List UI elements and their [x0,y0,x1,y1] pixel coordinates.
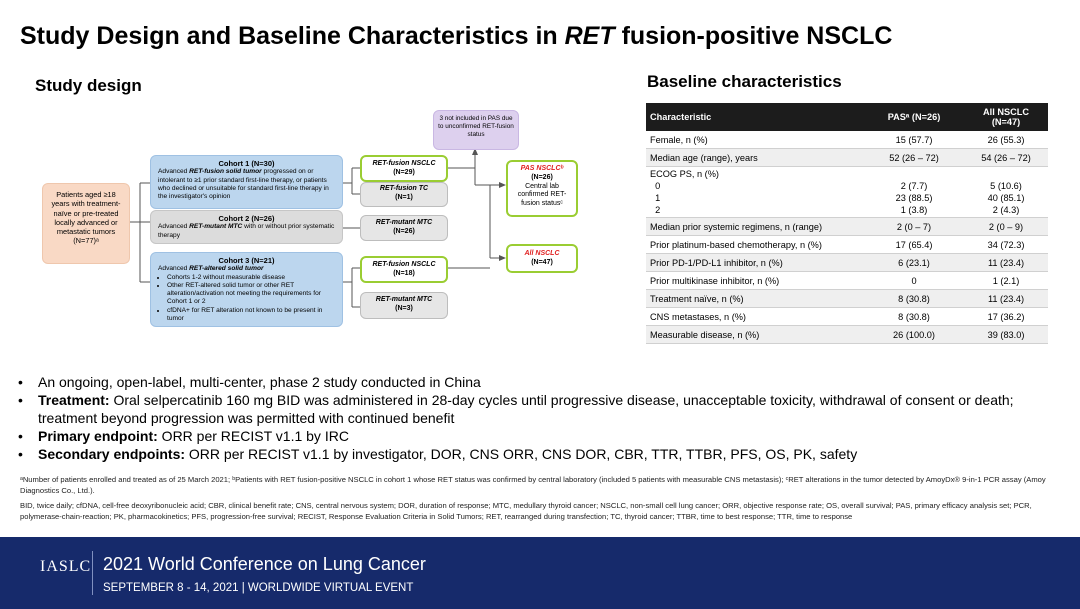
cohort-1-box: Cohort 1 (N=30) Advanced RET-fusion soli… [150,155,343,209]
pas-nsclc-box: PAS NSCLCᵇ (N=26) Central lab confirmed … [506,160,578,217]
key-point: Primary endpoint: ORR per RECIST v1.1 by… [18,427,1068,445]
table-body: Female, n (%)15 (57.7)26 (55.3)Median ag… [646,131,1048,344]
conference-footer: IASLC 2021 World Conference on Lung Canc… [0,537,1080,609]
row-label: CNS metastases, n (%) [646,307,864,326]
row-value: 2 (7.7) 23 (88.5) 1 (3.8) [864,166,964,218]
patients-box: Patients aged ≥18 years with treatment-n… [42,183,130,264]
table-row: CNS metastases, n (%)8 (30.8)17 (36.2) [646,307,1048,326]
subgroup-ret-fusion-nsclc-c3: RET-fusion NSCLC(N=18) [360,256,448,283]
subgroup-ret-fusion-tc: RET-fusion TC(N=1) [360,182,448,207]
study-design-heading: Study design [35,76,142,95]
footnote-superscripts: ᵃNumber of patients enrolled and treated… [20,475,1046,495]
row-label: Prior platinum-based chemotherapy, n (%) [646,235,864,254]
row-label: Prior multikinase inhibitor, n (%) [646,271,864,290]
key-points-list: An ongoing, open-label, multi-center, ph… [18,373,1068,463]
table-row: Treatment naïve, n (%)8 (30.8)11 (23.4) [646,289,1048,308]
excluded-note-box: 3 not included in PAS due to unconfirmed… [433,110,519,150]
row-value: 2 (0 – 7) [864,217,964,236]
footer-divider [92,551,93,595]
slide-title: Study Design and Baseline Characteristic… [20,22,893,50]
table-header-row: Characteristic PASᵃ (N=26) All NSCLC (N=… [646,103,1048,131]
baseline-table: Characteristic PASᵃ (N=26) All NSCLC (N=… [646,103,1048,344]
baseline-heading: Baseline characteristics [647,72,842,91]
table-row: Prior PD-1/PD-L1 inhibitor, n (%)6 (23.1… [646,253,1048,272]
table-row: Prior platinum-based chemotherapy, n (%)… [646,235,1048,254]
row-value: 1 (2.1) [964,271,1048,290]
subgroup-ret-mutant-mtc-c2: RET-mutant MTC(N=26) [360,215,448,241]
cohort-2-title: Cohort 2 (N=26) [218,214,275,223]
column-header: Characteristic [646,103,864,131]
table-row: Female, n (%)15 (57.7)26 (55.3) [646,131,1048,149]
column-header: All NSCLC (N=47) [964,103,1048,131]
key-point: An ongoing, open-label, multi-center, ph… [18,373,1068,391]
row-value: 6 (23.1) [864,253,964,272]
row-value: 26 (100.0) [864,325,964,344]
table-row: ECOG PS, n (%) 0 1 2 2 (7.7) 23 (88.5) 1… [646,166,1048,218]
cohort-3-criterion: Cohorts 1-2 without measurable disease [167,274,335,282]
footnote-abbreviations: BID, twice daily; cfDNA, cell-free deoxy… [20,501,1032,521]
column-header: PASᵃ (N=26) [864,103,964,131]
row-label: Median prior systemic regimens, n (range… [646,217,864,236]
key-point: Secondary endpoints: ORR per RECIST v1.1… [18,445,1068,463]
row-value: 52 (26 – 72) [864,148,964,167]
row-value: 39 (83.0) [964,325,1048,344]
row-value: 11 (23.4) [964,289,1048,308]
table-row: Measurable disease, n (%)26 (100.0)39 (8… [646,325,1048,344]
row-value: 34 (72.3) [964,235,1048,254]
conference-dates: SEPTEMBER 8 - 14, 2021 | WORLDWIDE VIRTU… [103,582,414,594]
row-label: Measurable disease, n (%) [646,325,864,344]
subgroup-ret-mutant-mtc-c3: RET-mutant MTC(N=3) [360,292,448,319]
row-value: 0 [864,271,964,290]
table-row: Median prior systemic regimens, n (range… [646,217,1048,236]
row-value: 15 (57.7) [864,131,964,149]
cohort-3-criterion: Other RET-altered solid tumor or other R… [167,282,335,307]
row-value: 17 (65.4) [864,235,964,254]
row-label: Treatment naïve, n (%) [646,289,864,308]
row-label: Median age (range), years [646,148,864,167]
cohort-3-box: Cohort 3 (N=21) Advanced RET-altered sol… [150,252,343,327]
row-value: 17 (36.2) [964,307,1048,326]
cohort-1-title: Cohort 1 (N=30) [218,159,275,168]
row-label: ECOG PS, n (%) 0 1 2 [646,166,864,218]
row-label: Female, n (%) [646,131,864,149]
all-nsclc-box: All NSCLC (N=47) [506,244,578,273]
key-point: Treatment: Oral selpercatinib 160 mg BID… [18,391,1068,427]
row-label: Prior PD-1/PD-L1 inhibitor, n (%) [646,253,864,272]
cohort-2-box: Cohort 2 (N=26) Advanced RET-mutant MTC … [150,210,343,244]
row-value: 5 (10.6) 40 (85.1) 2 (4.3) [964,166,1048,218]
row-value: 11 (23.4) [964,253,1048,272]
row-value: 54 (26 – 72) [964,148,1048,167]
iaslc-logo: IASLC [40,558,92,575]
cohort-3-title: Cohort 3 (N=21) [218,256,275,265]
row-value: 8 (30.8) [864,289,964,308]
row-value: 8 (30.8) [864,307,964,326]
row-value: 2 (0 – 9) [964,217,1048,236]
flow-connectors [130,148,506,308]
row-value: 26 (55.3) [964,131,1048,149]
conference-name: 2021 World Conference on Lung Cancer [103,554,426,574]
cohort-3-criterion: cfDNA+ for RET alteration not known to b… [167,307,335,323]
subgroup-ret-fusion-nsclc-c1: RET-fusion NSCLC(N=29) [360,155,448,182]
